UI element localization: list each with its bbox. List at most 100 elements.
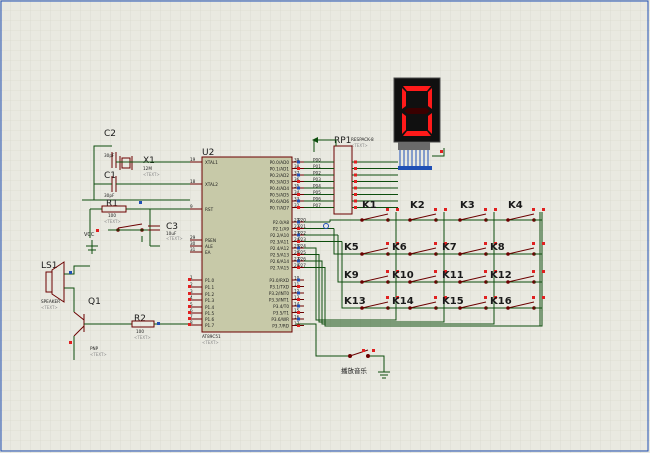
mcu-pin-name: P3.5/T1 [273,311,289,316]
segment-e [402,113,406,134]
mcu-pin-number: 1 [190,275,193,280]
mcu-pin-number: 15 [294,308,300,313]
key-label: K12 [490,270,512,281]
mcu-pin-name: P0.0/AD0 [270,160,290,165]
mcu-pin-number: 21 [294,218,300,223]
mcu-pin-name: P3.2/INT0 [269,291,290,296]
p2-bus-label: P25 [298,250,306,255]
mcu-pin-number: 36 [294,177,300,182]
mcu-pin-name: P3.1/TXD [270,285,289,290]
key-k2[interactable]: K2 [408,200,447,222]
mcu-pin-name: P2.4/A12 [270,246,289,251]
p2-bus-label: P22 [298,231,306,236]
segment-a [403,86,431,91]
key-k7[interactable]: K7 [442,242,497,256]
mcu-pin-name: P1.1 [205,285,215,290]
mcu-pin-name: P2.0/A8 [273,220,289,225]
ls1-ref: LS1 [41,261,57,271]
mcu-pin-number: 24 [294,237,300,242]
mcu-pin-name: P3.4/T0 [273,304,289,309]
key-k3[interactable]: K3 [458,200,497,222]
key-k4[interactable]: K4 [506,200,545,222]
r2-ref: R2 [134,314,146,324]
mcu-pin-name: EA [205,250,211,255]
bus-label: P01 [313,164,321,169]
mcu-pin-name: P0.4/AD4 [270,186,290,191]
segment-c [428,113,432,134]
p2-bus-label: P27 [298,263,306,268]
q1-ref: Q1 [88,297,101,307]
key-k11[interactable]: K11 [442,270,497,284]
c1-ref: C1 [104,171,116,181]
mcu-u2[interactable]: U2 AT89C51 <TEXT> 19XTAL118XTAL29RST29PS… [188,148,304,345]
key-label: K3 [460,200,475,211]
bus-label: P04 [313,184,321,189]
mcu-pin-name: P1.3 [205,298,215,303]
mcu-pin-number: 2 [190,282,193,287]
key-k10[interactable]: K10 [392,270,447,284]
bus-label: P05 [313,190,321,195]
q1-placeholder: <TEXT> [90,352,107,357]
rp1-ref: RP1 [334,136,351,146]
bus-label: P00 [313,158,321,163]
mcu-right-pins: 39P0.0/AD038P0.1/AD137P0.2/AD236P0.3/AD3… [269,158,304,329]
segment-b [428,88,432,109]
key-k12[interactable]: K12 [490,270,545,284]
mcu-pin-number: 35 [294,184,300,189]
key-label: K11 [442,270,464,281]
key-k5[interactable]: K5 [344,242,399,256]
key-label: K16 [490,296,512,307]
key-k8[interactable]: K8 [490,242,545,256]
mcu-pin-name: XTAL2 [205,182,218,187]
mcu-pin-name: P2.6/A14 [270,259,289,264]
mcu-pin-number: 14 [294,302,300,307]
mcu-pin-name: P3.3/INT1 [269,298,290,303]
key-k6[interactable]: K6 [392,242,447,256]
mcu-pin-number: 37 [294,171,300,176]
key-k15[interactable]: K15 [442,296,497,310]
key-k13[interactable]: K13 [344,296,399,310]
key-k1[interactable]: K1 [360,200,399,222]
key-k9[interactable]: K9 [344,270,399,284]
key-label: K15 [442,296,464,307]
mcu-pin-number: 13 [294,295,300,300]
c2-value: 30pF [104,153,115,158]
mcu-pin-number: 3 [190,289,193,294]
play-music-label: 播放音乐 [341,366,368,375]
key-k16[interactable]: K16 [490,296,545,310]
mcu-pin-name: P1.2 [205,292,215,297]
mcu-pin-name: P0.3/AD3 [270,180,290,185]
key-label: K9 [344,270,359,281]
mcu-pin-number: 32 [294,203,300,208]
mcu-pin-number: 34 [294,190,300,195]
c3-value: 10uF [166,231,177,236]
mcu-pin-name: P2.1/A9 [273,227,289,232]
p2-bus-label: P21 [298,224,306,229]
mcu-pin-number: 27 [294,257,300,262]
mcu-pin-name: P1.6 [205,317,215,322]
p2-bus-label: P23 [298,237,306,242]
key-label: K7 [442,242,457,253]
mcu-pin-number: 16 [294,315,300,320]
mcu-pin-name: XTAL1 [205,160,218,165]
bus-label: P02 [313,171,321,176]
mcu-pin-name: P1.0 [205,278,215,283]
respack-and-display: RP1 RESPACK-8 <TEXT> P00P01P02P03P04P05P… [304,77,445,215]
mcu-pin-name: P2.7/A15 [270,266,289,271]
mcu-pin-name: P1.4 [205,305,215,310]
mcu-pin-number: 6 [190,308,193,313]
display-pins [398,142,445,170]
mcu-pin-name: P1.5 [205,311,215,316]
key-k14[interactable]: K14 [392,296,447,310]
play-music-switch[interactable]: 播放音乐 [296,323,390,379]
mcu-pin-number: 19 [190,157,196,162]
key-label: K4 [508,200,523,211]
mcu-pin-number: 33 [294,197,300,202]
key-label: K13 [344,296,366,307]
segment-d [403,131,431,136]
